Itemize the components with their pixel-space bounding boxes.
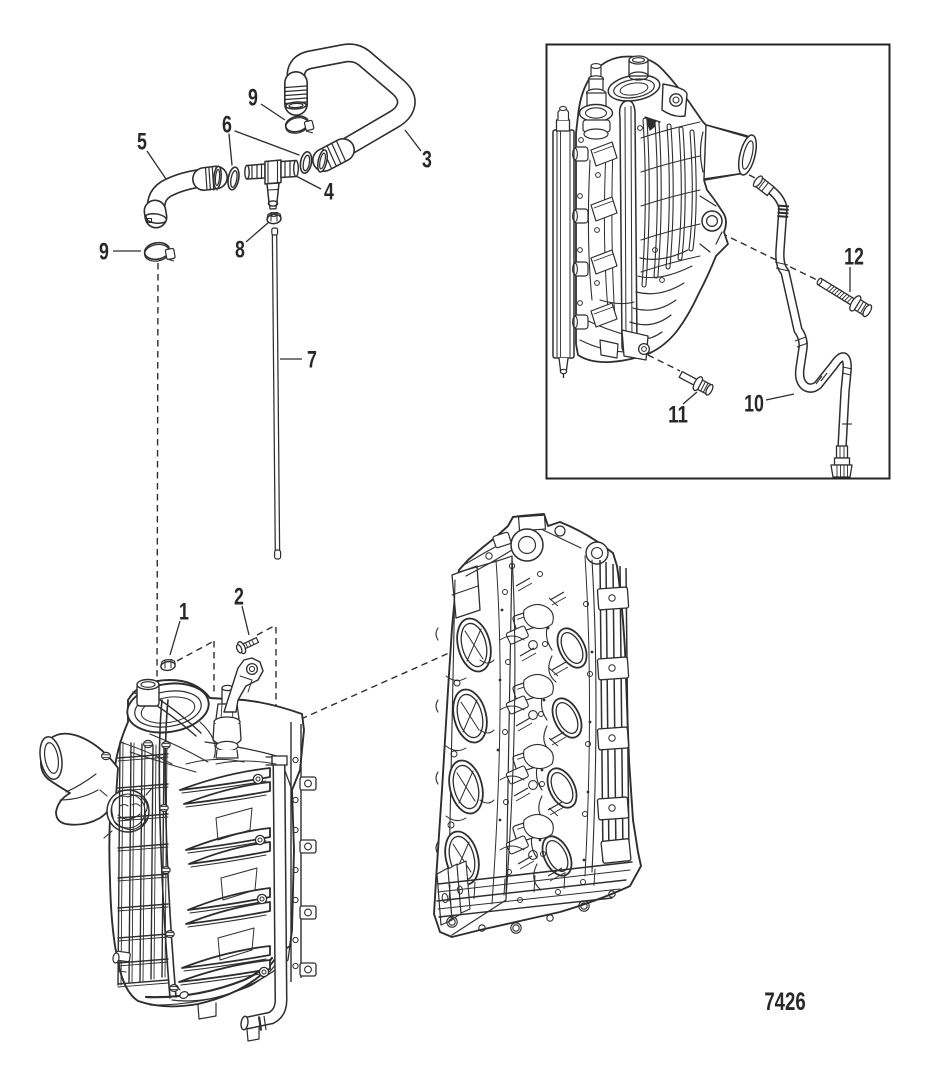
svg-text:3: 3	[422, 147, 432, 174]
svg-text:12: 12	[844, 244, 864, 271]
svg-text:5: 5	[137, 129, 147, 156]
svg-text:10: 10	[744, 391, 764, 418]
svg-text:9: 9	[248, 85, 258, 112]
svg-text:8: 8	[235, 237, 245, 264]
svg-text:7: 7	[307, 347, 317, 374]
svg-text:6: 6	[222, 112, 232, 139]
svg-text:1: 1	[179, 599, 189, 626]
svg-text:11: 11	[668, 402, 688, 429]
svg-text:7426: 7426	[764, 988, 805, 1016]
svg-text:2: 2	[234, 584, 244, 611]
svg-text:4: 4	[324, 179, 334, 206]
svg-text:9: 9	[99, 239, 109, 266]
